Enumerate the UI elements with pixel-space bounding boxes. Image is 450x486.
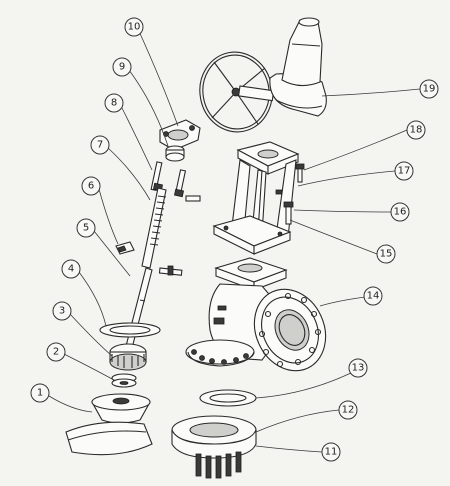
- callout-6: 6: [81, 176, 101, 196]
- callout-9: 9: [112, 57, 132, 77]
- callout-4: 4: [61, 259, 81, 279]
- yoke-bonnet: [212, 141, 300, 255]
- callout-18: 18: [406, 120, 426, 140]
- callout-2: 2: [46, 342, 66, 362]
- valve-body: [185, 257, 327, 372]
- svg-text:3: 3: [59, 306, 65, 317]
- packing-rings: [111, 373, 137, 388]
- bottom-gasket: [199, 389, 257, 407]
- bonnet-bolts: [275, 189, 294, 225]
- callout-5: 5: [76, 218, 96, 238]
- callout-13: 13: [348, 358, 368, 378]
- svg-text:5: 5: [83, 223, 89, 234]
- svg-text:6: 6: [88, 181, 94, 192]
- svg-text:7: 7: [97, 140, 103, 151]
- callout-12: 12: [338, 400, 358, 420]
- svg-text:9: 9: [119, 62, 125, 73]
- yoke-studs: [150, 161, 201, 202]
- bottom-flange: [171, 415, 257, 479]
- bottom-flange-bolts: [195, 451, 242, 479]
- svg-text:12: 12: [342, 405, 355, 416]
- callout-16: 16: [390, 202, 410, 222]
- gearbox-handwheel: [199, 17, 327, 133]
- svg-text:15: 15: [380, 249, 393, 260]
- callout-8: 8: [104, 93, 124, 113]
- svg-text:19: 19: [423, 84, 436, 95]
- svg-text:10: 10: [128, 22, 141, 33]
- bonnet-bolt-top: [295, 163, 305, 183]
- valve-disc: [65, 393, 153, 456]
- callout-10: 10: [124, 17, 144, 37]
- callout-7: 7: [90, 135, 110, 155]
- svg-text:11: 11: [325, 447, 338, 458]
- callout-11: 11: [321, 442, 341, 462]
- packing-gland: [109, 343, 147, 371]
- callout-15: 15: [376, 244, 396, 264]
- svg-text:14: 14: [367, 291, 380, 302]
- callout-3: 3: [52, 301, 72, 321]
- body-flange-bolts: [191, 349, 249, 365]
- svg-text:17: 17: [398, 166, 411, 177]
- svg-text:16: 16: [394, 207, 407, 218]
- retaining-clip: [115, 241, 135, 255]
- callout-19: 19: [419, 79, 439, 99]
- stem-pin: [158, 265, 183, 276]
- svg-text:2: 2: [53, 347, 59, 358]
- svg-text:1: 1: [37, 388, 43, 399]
- yoke-nut: [159, 119, 201, 151]
- stem-bushing: [165, 145, 185, 162]
- svg-text:8: 8: [111, 98, 117, 109]
- callout-17: 17: [394, 161, 414, 181]
- outlet-flange-holes: [258, 292, 322, 368]
- callout-14: 14: [363, 286, 383, 306]
- svg-text:13: 13: [352, 363, 365, 374]
- svg-text:18: 18: [410, 125, 423, 136]
- body-gasket: [99, 322, 161, 338]
- callout-1: 1: [30, 383, 50, 403]
- svg-text:4: 4: [68, 264, 74, 275]
